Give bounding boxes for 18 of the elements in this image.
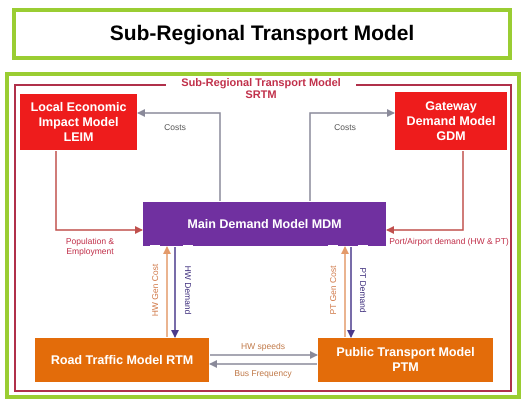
arrow — [341, 246, 349, 337]
arrow — [309, 109, 395, 201]
model-box: Main Demand Model MDM — [143, 202, 386, 246]
arrow — [210, 351, 318, 359]
arrow — [386, 151, 464, 234]
model-box: Public Transport Model PTM — [318, 338, 493, 382]
arrow — [137, 109, 221, 201]
model-box: Gateway Demand Model GDM — [395, 92, 507, 150]
arrow — [55, 151, 143, 234]
arrow — [163, 246, 171, 337]
frame-heading: Sub-Regional Transport Model SRTM — [166, 77, 356, 101]
arrow — [209, 360, 317, 368]
title-banner: Sub-Regional Transport Model — [12, 8, 512, 60]
model-box: Road Traffic Model RTM — [35, 338, 209, 382]
model-box: Local Economic Impact Model LEIM — [20, 94, 137, 150]
arrow — [171, 247, 179, 338]
arrow — [347, 247, 355, 338]
edge-label: Port/Airport demand (HW & PT) — [389, 236, 509, 246]
